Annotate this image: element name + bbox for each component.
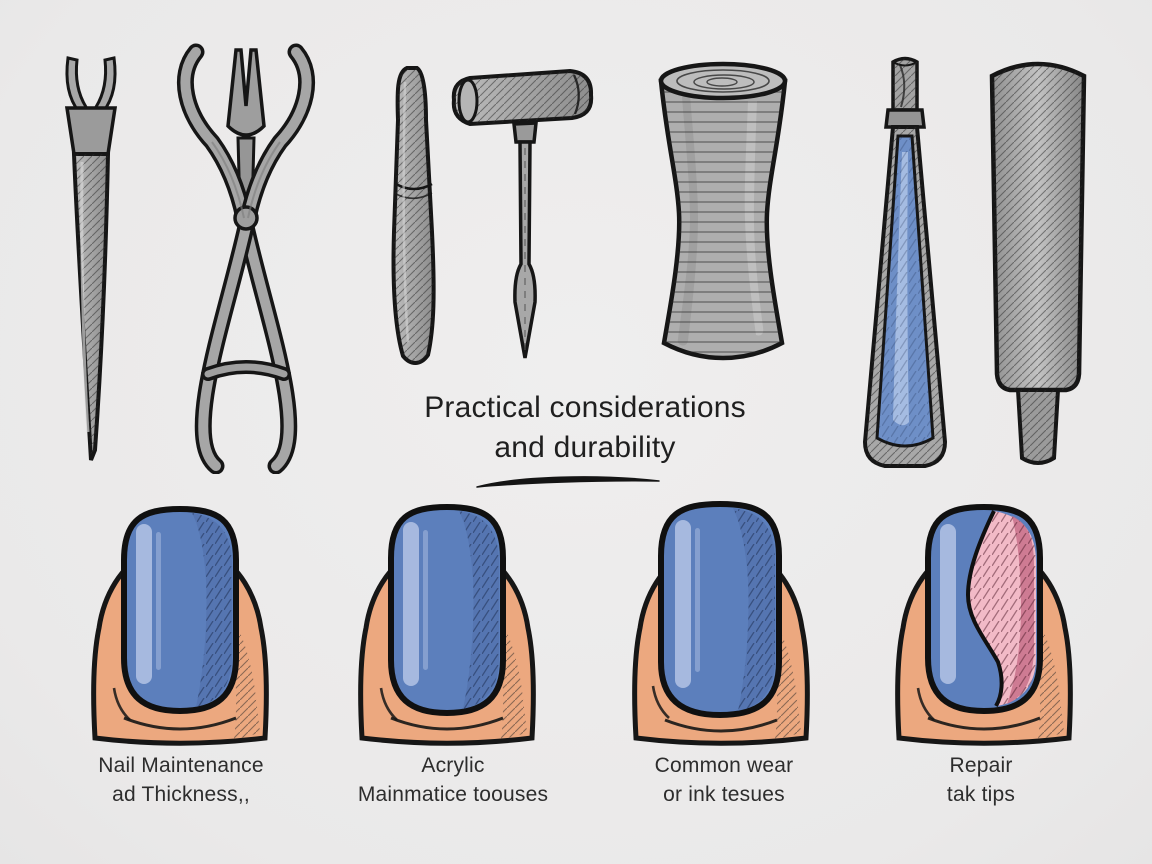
nail-illustration-wear xyxy=(632,500,810,746)
t-handle-tool-illustration xyxy=(451,68,594,359)
caption-repair: Repair tak tips xyxy=(856,752,1106,809)
polish-cylinder-illustration xyxy=(989,61,1087,465)
caption-line: Mainmatice toouses xyxy=(357,782,549,806)
title-underline-swoosh xyxy=(476,476,660,488)
caption-line: Repair xyxy=(949,754,1013,777)
title-line-1: Practical considerations xyxy=(424,391,746,424)
page-title: Practical considerations and durability xyxy=(355,388,815,490)
nail-illustration-maintenance xyxy=(91,505,269,746)
caption-line: ad Thickness,, xyxy=(112,782,250,806)
caption-line: or ink tesues xyxy=(663,782,785,806)
nail-illustration-acrylic xyxy=(358,503,536,746)
nail-file-illustration xyxy=(391,66,436,365)
caption-line: Common wear xyxy=(654,754,794,777)
caption-acrylic: Acrylic Mainmatice toouses xyxy=(328,752,578,809)
cuticle-nippers-illustration xyxy=(176,43,316,474)
caption-line: Nail Maintenance xyxy=(98,754,264,777)
caption-line: Acrylic xyxy=(421,754,485,777)
cuticle-fork-pusher-illustration xyxy=(64,56,118,461)
nail-glue-bottle-illustration xyxy=(862,56,948,468)
title-line-2: and durability xyxy=(494,431,676,464)
caption-line: tak tips xyxy=(946,782,1016,806)
caption-nail-maintenance: Nail Maintenance ad Thickness,, xyxy=(56,752,306,809)
caption-common-wear: Common wear or ink tesues xyxy=(599,752,849,809)
nail-illustration-repair xyxy=(895,503,1073,746)
buffer-block-illustration xyxy=(658,61,788,361)
